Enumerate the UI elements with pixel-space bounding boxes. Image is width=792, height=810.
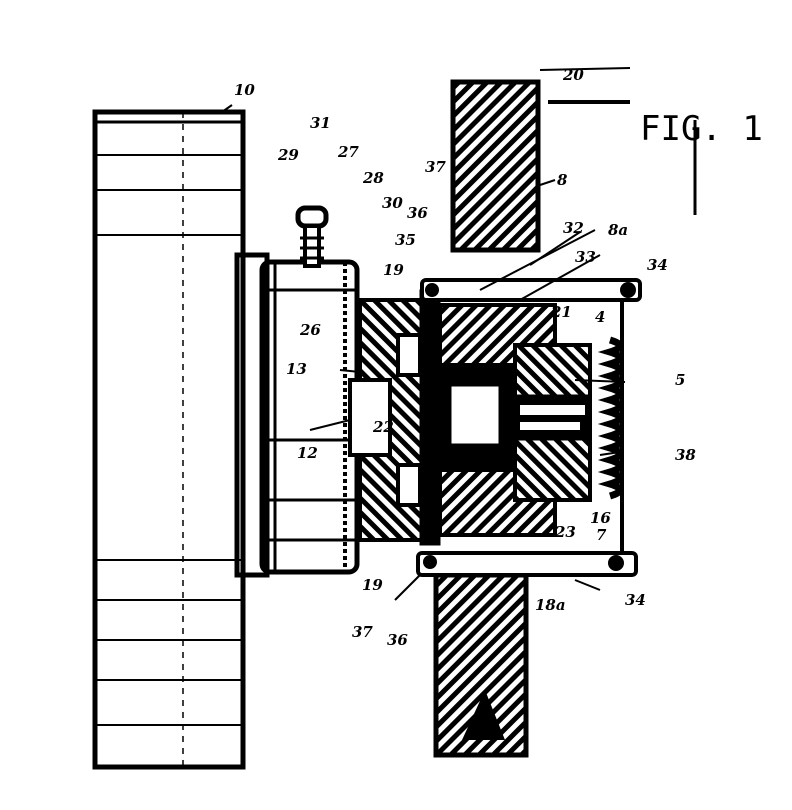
label-8: 8 xyxy=(557,171,568,189)
hub-housing xyxy=(237,255,357,575)
label-4: 4 xyxy=(595,308,605,326)
label-18a: 18a xyxy=(535,596,566,614)
label-36-upper: 36 xyxy=(407,204,428,222)
label-21: 21 xyxy=(550,303,572,321)
spring-38 xyxy=(610,340,620,496)
label-29: 29 xyxy=(277,146,299,164)
label-38: 38 xyxy=(675,446,696,464)
label-8a: 8a xyxy=(608,221,628,239)
label-26: 26 xyxy=(299,321,321,339)
label-30: 30 xyxy=(382,194,403,212)
label-12: 12 xyxy=(297,444,318,462)
label-37-lower: 37 xyxy=(352,623,373,641)
label-19-upper: 19 xyxy=(383,261,404,279)
label-36-lower: 36 xyxy=(387,631,408,649)
label-33: 33 xyxy=(575,248,596,266)
label-16: 16 xyxy=(590,509,611,527)
label-34-upper: 34 xyxy=(647,256,668,274)
label-20: 20 xyxy=(562,66,584,84)
label-28: 28 xyxy=(362,169,384,187)
label-37-upper: 37 xyxy=(425,158,446,176)
label-35: 35 xyxy=(395,231,416,249)
label-22: 22 xyxy=(372,418,394,436)
label-23: 23 xyxy=(554,523,576,541)
label-10: 10 xyxy=(234,81,255,99)
label-19-lower: 19 xyxy=(362,576,383,594)
label-7: 7 xyxy=(596,526,607,544)
label-32: 32 xyxy=(563,219,584,237)
label-13: 13 xyxy=(286,360,307,378)
label-31: 31 xyxy=(310,114,331,132)
figure-title: FIG. 1 xyxy=(640,109,763,149)
screw xyxy=(298,208,326,266)
label-27: 27 xyxy=(337,143,359,161)
gear-rim-upper xyxy=(453,82,538,250)
label-34-lower: 34 xyxy=(625,591,646,609)
label-5: 5 xyxy=(675,371,685,389)
drum-10 xyxy=(95,112,243,767)
